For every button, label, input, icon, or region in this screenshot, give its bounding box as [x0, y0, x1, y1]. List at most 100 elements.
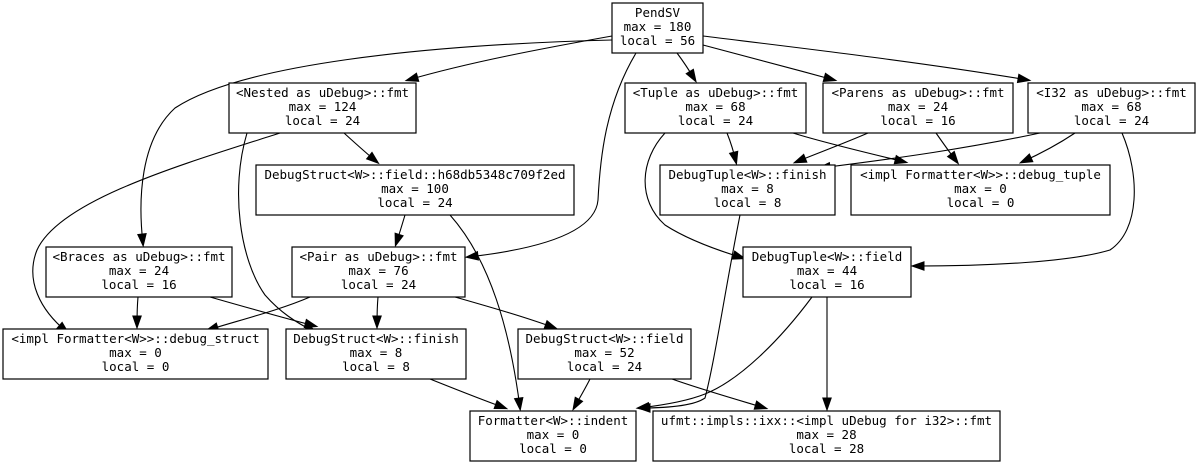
edge-arrowhead	[513, 396, 524, 412]
edge-arrowhead	[731, 250, 747, 260]
node-box	[659, 164, 836, 216]
edge-arrowhead	[728, 150, 739, 166]
edge-arrowhead	[303, 318, 319, 329]
node-function-name: DebugTuple<W>::finish	[668, 167, 826, 182]
node-function-name: <impl Formatter<W>>::debug_tuple	[860, 167, 1101, 182]
node-max-stack: max = 8	[721, 181, 774, 196]
edge-arrowhead	[753, 400, 769, 410]
node-function-name: <Tuple as uDebug>::fmt	[633, 85, 799, 100]
node-dsfield_h[interactable]: DebugStruct<W>::field::h68db5348c709f2ed…	[255, 164, 575, 216]
node-function-name: DebugStruct<W>::field::h68db5348c709f2ed	[264, 167, 565, 182]
edge-pendsv-to-tuple	[676, 52, 697, 83]
edge-parens-to-dtfinish	[792, 132, 869, 164]
node-ufmt_i32[interactable]: ufmt::impls::ixx::<impl uDebug for i32>:…	[652, 410, 1001, 462]
node-function-name: <Parens as uDebug>::fmt	[831, 85, 1004, 100]
edge-line	[238, 132, 316, 333]
node-max-stack: max = 180	[624, 19, 692, 34]
edge-arrowhead	[822, 397, 832, 412]
node-max-stack: max = 0	[954, 181, 1007, 196]
node-box	[742, 246, 912, 298]
node-local-stack: local = 24	[285, 113, 360, 128]
edge-i32-to-debug_tuple	[1018, 132, 1076, 164]
edge-arrowhead	[635, 401, 651, 412]
edge-line	[702, 35, 1029, 81]
edge-arrowhead	[137, 233, 147, 248]
node-local-stack: local = 0	[102, 359, 170, 374]
edge-line	[207, 296, 311, 331]
node-box	[652, 410, 1001, 462]
node-function-name: <impl Formatter<W>>::debug_struct	[11, 331, 259, 346]
node-max-stack: max = 28	[796, 427, 856, 442]
edge-braces-to-dsfinish	[209, 296, 319, 329]
edge-dsfield-to-indent	[572, 378, 591, 412]
node-local-stack: local = 8	[714, 195, 782, 210]
node-max-stack: max = 0	[109, 345, 162, 360]
node-function-name: <I32 as uDebug>::fmt	[1036, 85, 1187, 100]
edge-arrowhead	[543, 319, 559, 330]
edge-arrowhead	[946, 150, 960, 165]
edge-line	[407, 35, 613, 81]
edge-line	[449, 214, 521, 409]
edge-pendsv-to-nested	[404, 35, 613, 82]
edge-pair-to-debug_struct	[204, 296, 311, 332]
edge-nested-to-dsfinish	[238, 132, 319, 334]
edge-pair-to-dsfinish	[372, 296, 382, 330]
edge-pair-to-dsfield	[454, 296, 559, 330]
node-max-stack: max = 124	[289, 99, 357, 114]
node-max-stack: max = 24	[888, 99, 948, 114]
edge-pendsv-to-pair	[464, 52, 637, 261]
edge-arrowhead	[372, 315, 382, 330]
edge-line	[702, 44, 835, 81]
edge-pendsv-to-braces	[137, 39, 613, 248]
node-function-name: DebugStruct<W>::finish	[293, 331, 459, 346]
node-local-stack: local = 16	[789, 277, 864, 292]
edge-nested-to-debug_struct	[32, 132, 281, 335]
edge-arrowhead	[910, 261, 925, 271]
edge-dsfield_h-to-pair	[394, 214, 406, 248]
node-box	[517, 328, 692, 380]
edge-arrowhead	[822, 72, 838, 82]
edge-arrowhead	[572, 396, 584, 412]
edge-line	[792, 132, 906, 163]
edge-line	[32, 132, 281, 333]
edge-pendsv-to-parens	[702, 44, 838, 82]
node-max-stack: max = 76	[348, 263, 408, 278]
edge-pendsv-to-i32	[702, 35, 1032, 84]
edge-arrowhead	[792, 153, 808, 164]
edge-line	[638, 296, 813, 409]
edge-arrowhead	[1018, 153, 1034, 164]
node-local-stack: local = 56	[620, 33, 695, 48]
edge-i32-to-dtfield	[910, 132, 1135, 271]
edge-dtfield-to-indent	[635, 296, 813, 412]
node-function-name: ufmt::impls::ixx::<impl uDebug for i32>:…	[661, 413, 992, 428]
node-box	[255, 164, 575, 216]
edge-line	[209, 296, 316, 327]
edge-dsfield_h-to-indent	[449, 214, 524, 412]
node-local-stack: local = 0	[947, 195, 1015, 210]
node-local-stack: local = 24	[1074, 113, 1149, 128]
edge-line	[454, 296, 556, 329]
edge-line	[913, 132, 1135, 267]
node-max-stack: max = 100	[381, 181, 449, 196]
node-local-stack: local = 0	[519, 441, 587, 456]
node-function-name: Formatter<W>::indent	[478, 413, 629, 428]
node-max-stack: max = 0	[527, 427, 580, 442]
node-local-stack: local = 16	[880, 113, 955, 128]
node-max-stack: max = 68	[1081, 99, 1141, 114]
node-max-stack: max = 24	[109, 263, 169, 278]
node-box	[285, 328, 467, 380]
